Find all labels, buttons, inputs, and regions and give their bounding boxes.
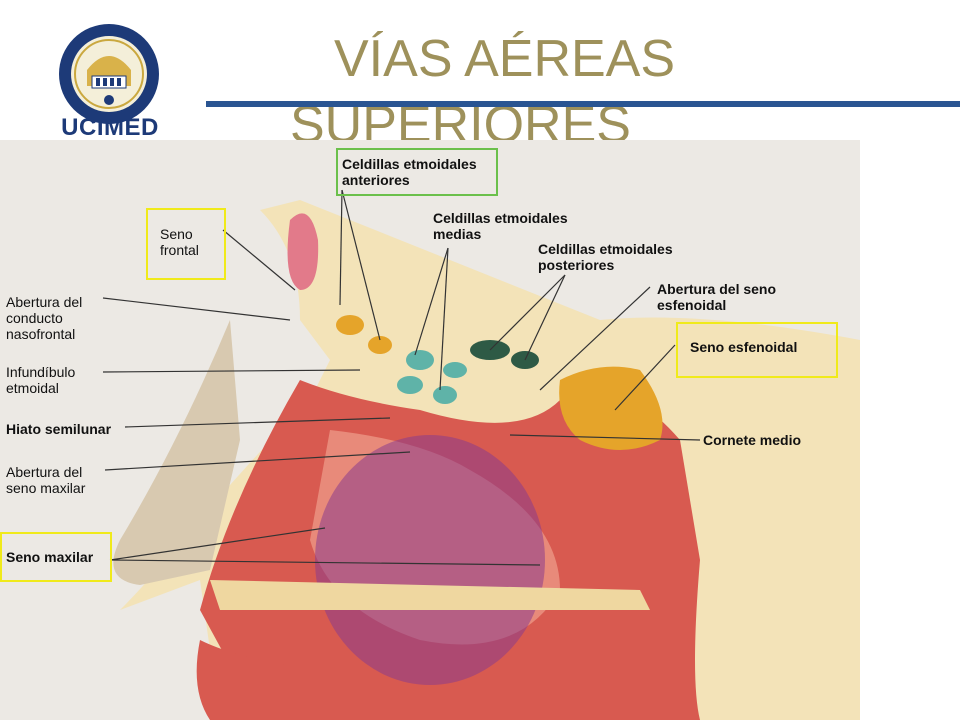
page-title: VÍAS AÉREAS SUPERIORES [290,26,770,158]
label-seno-maxilar: Seno maxilar [6,549,94,565]
label-abertura-seno-maxilar: Abertura del seno maxilar [6,464,86,496]
title-underline-rule [206,101,960,107]
label-seno-frontal: Seno frontal [160,226,199,258]
label-abertura-seno-esfenoidal: Abertura del seno esfenoidal [657,281,777,313]
label-cornete-medio: Cornete medio [703,432,802,448]
label-celdillas-posteriores: Celdillas etmoidales posteriores [538,241,673,273]
seno-maxilar-highlight [0,532,112,582]
celdillas-anteriores-highlight [336,148,498,196]
label-infundibulo-etmoidal: Infundíbulo etmoidal [6,364,76,396]
seno-esfenoidal-highlight [676,322,838,378]
title-line-1: VÍAS AÉREAS [334,30,676,88]
label-celdillas-anteriores: Celdillas etmoidales anteriores [342,156,477,188]
ucimed-logo-seal [59,24,159,124]
seno-frontal-highlight [146,208,226,280]
nasal-cavity-illustration [0,140,860,720]
logo-name: UCIMED [61,114,159,141]
label-hiato-semilunar: Hiato semilunar [6,421,112,437]
label-celdillas-medias: Celdillas etmoidales medias [433,210,568,242]
label-abertura-conducto-nasofrontal: Abertura del conducto nasofrontal [6,294,83,342]
label-seno-esfenoidal: Seno esfenoidal [690,339,798,355]
